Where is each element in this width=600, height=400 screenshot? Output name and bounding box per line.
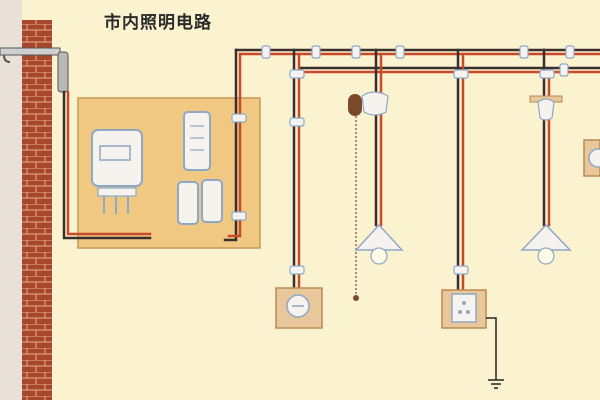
fuse-icon <box>183 111 211 171</box>
knife-switch-icon <box>177 179 223 225</box>
ground-icon <box>486 317 504 389</box>
lamp-icon <box>348 91 404 301</box>
socket-icon <box>441 289 487 329</box>
wall-switch-icon <box>275 287 323 329</box>
wall-fitting <box>583 139 600 177</box>
wall-face <box>0 0 22 400</box>
diagram-title: 市内照明电路 <box>104 13 212 33</box>
brick-wall <box>22 20 52 400</box>
meter-panel-board <box>77 97 261 249</box>
entrance-box <box>57 51 69 93</box>
insulator-icon <box>231 45 575 275</box>
electric-meter-icon <box>91 129 143 214</box>
service-entrance <box>0 47 69 93</box>
lamp-icon <box>520 95 572 265</box>
